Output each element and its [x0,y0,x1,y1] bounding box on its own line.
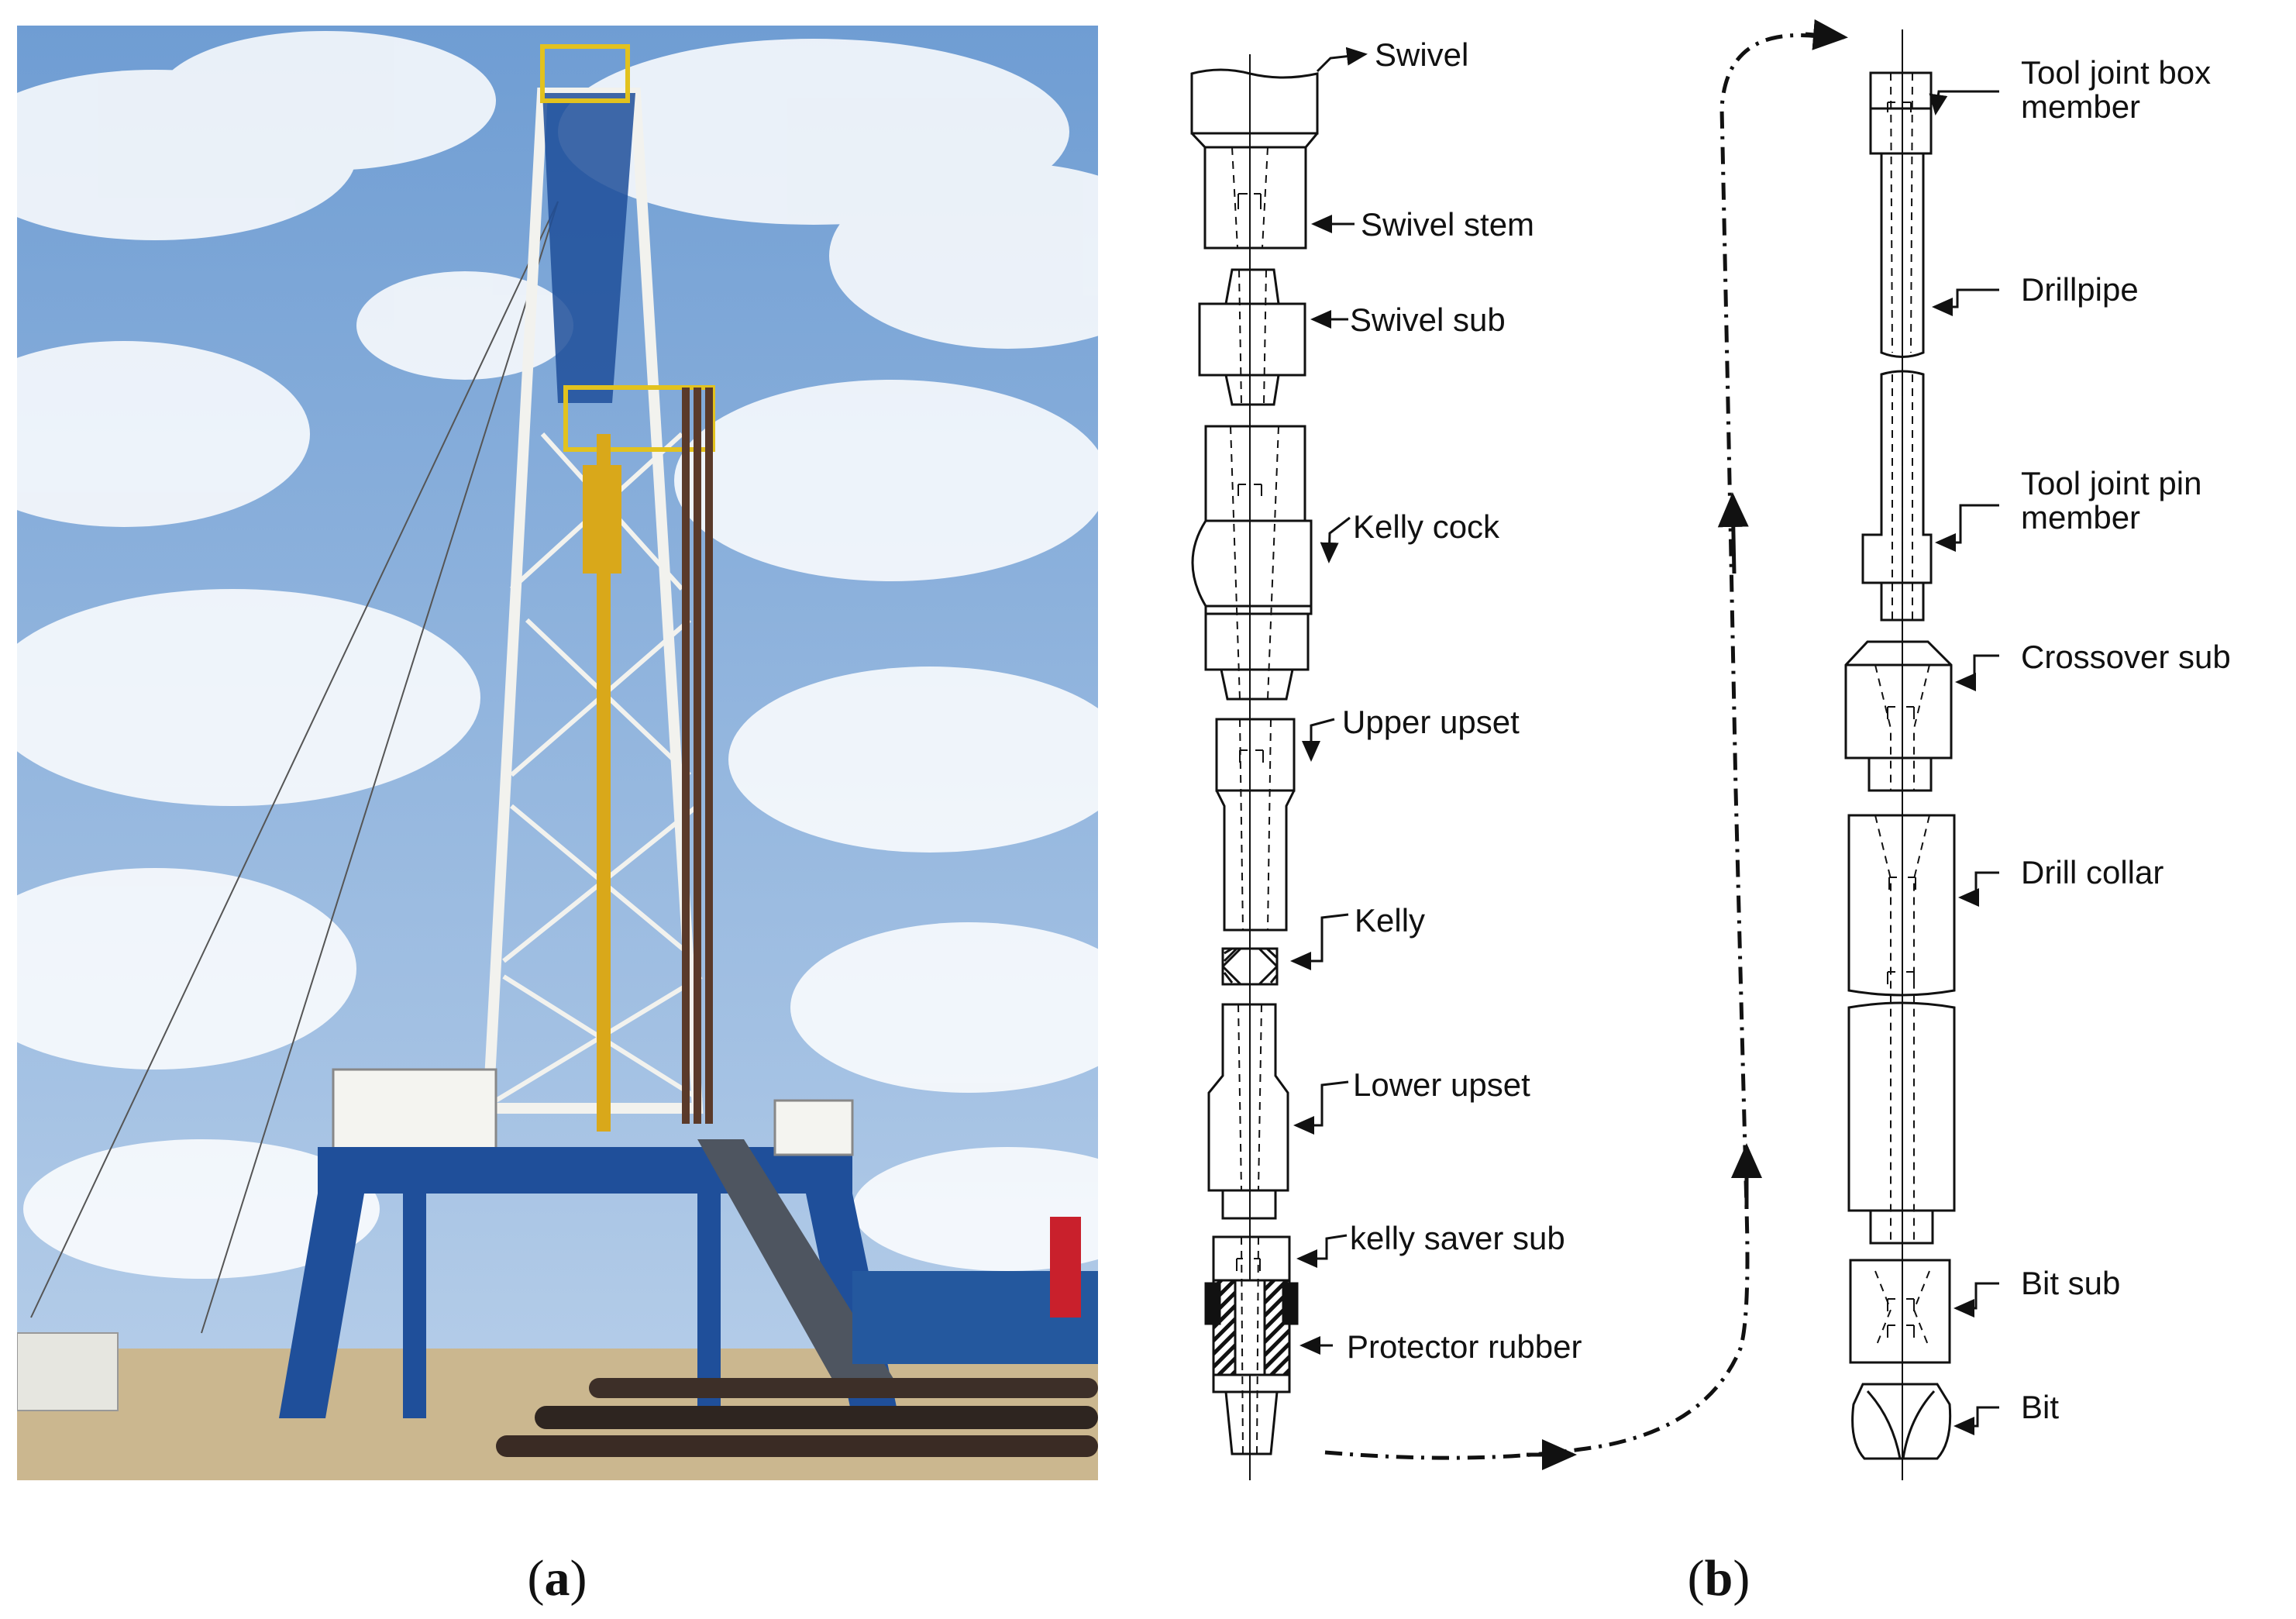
label-kelly-saver-sub: kelly saver sub [1350,1220,1565,1256]
label-drill-collar: Drill collar [2021,854,2163,890]
label-bit: Bit [2021,1389,2059,1425]
drill-collar-part [1847,814,1956,1245]
caption-b: (b) [1688,1550,1750,1607]
crossover-sub-part [1844,640,1953,792]
label-protector-rubber: Protector rubber [1347,1328,1582,1365]
lower-upset-part [1207,1003,1289,1220]
label-drillpipe: Drillpipe [2021,271,2139,308]
label-tool-joint-box-line2: member [2021,88,2140,125]
guy-wires [30,201,559,1334]
swivel-sub-part [1198,268,1306,406]
kelly-saver-sub-part [1204,1235,1299,1455]
clouds [17,31,1098,1279]
label-swivel-sub: Swivel sub [1350,301,1506,338]
drill-string-diagram [1190,19,1999,1480]
label-crossover-sub: Crossover sub [2021,639,2231,675]
right-labels: Tool joint box member Drillpipe Tool joi… [2021,54,2231,1425]
derrick [482,44,715,1132]
caption-a: (a) [528,1550,587,1607]
bit-part [1851,1383,1952,1460]
label-swivel-stem: Swivel stem [1361,206,1534,243]
bit-sub-part [1849,1259,1951,1364]
label-tool-joint-pin-line2: member [2021,499,2140,536]
pipe-rack [496,1378,1098,1457]
label-tool-joint-box-line1: Tool joint box [2021,54,2211,91]
tool-joint-box-part [1869,71,1933,358]
left-labels: Swivel Swivel stem Swivel sub Kelly cock… [1342,36,1582,1365]
substructure [17,1068,1098,1418]
label-lower-upset: Lower upset [1353,1066,1530,1103]
label-tool-joint-pin-line1: Tool joint pin [2021,465,2201,501]
upper-upset-part [1215,718,1296,932]
label-swivel: Swivel [1375,36,1468,73]
rig-photo [17,26,1098,1480]
tool-joint-pin-part [1861,370,1933,622]
connector-path [1324,19,1848,1470]
swivel-stem-part [1190,132,1319,250]
leader-lines [1290,47,1999,1435]
label-kelly-cock: Kelly cock [1353,508,1500,545]
kelly-cock-part [1191,425,1313,701]
label-bit-sub: Bit sub [2021,1265,2120,1301]
kelly-cross-section [1221,947,1279,986]
swivel-part [1190,68,1319,135]
label-kelly: Kelly [1355,902,1425,939]
label-upper-upset: Upper upset [1342,704,1520,740]
